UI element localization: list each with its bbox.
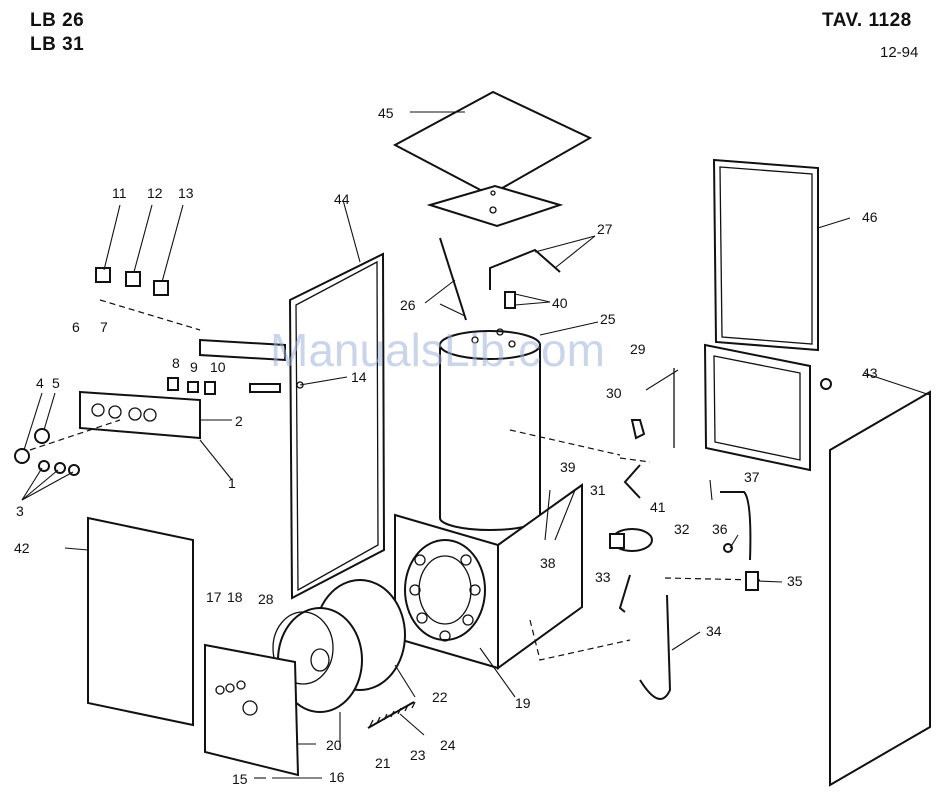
- callout-46: 46: [862, 209, 878, 225]
- callout-7: 7: [100, 319, 108, 335]
- part-nut-36: [724, 544, 732, 552]
- part-component-11: [96, 268, 110, 282]
- part-panel-42: [88, 518, 193, 725]
- callout-41: 41: [650, 499, 666, 515]
- callout-8: 8: [172, 355, 180, 371]
- part-frame-29: [705, 345, 810, 470]
- callout-30: 30: [606, 385, 622, 401]
- callout-32: 32: [674, 521, 690, 537]
- callout-6: 6: [72, 319, 80, 335]
- callout-33: 33: [595, 569, 611, 585]
- callout-21: 21: [375, 755, 391, 771]
- callout-3: 3: [16, 503, 24, 519]
- callout-24: 24: [440, 737, 456, 753]
- part-panel-46: [714, 160, 818, 350]
- callout-13: 13: [178, 185, 194, 201]
- callout-2: 2: [235, 413, 243, 429]
- part-component-9: [188, 382, 198, 392]
- callout-10: 10: [210, 359, 226, 375]
- part-component-8: [168, 378, 178, 390]
- callout-22: 22: [432, 689, 448, 705]
- watermark: ManualsLib.com: [270, 324, 605, 376]
- part-pump-32: [610, 529, 652, 551]
- part-control-panel: [80, 392, 200, 438]
- callout-16: 16: [329, 769, 345, 785]
- callout-9: 9: [190, 359, 198, 375]
- callout-17: 17: [206, 589, 222, 605]
- callout-44: 44: [334, 191, 350, 207]
- part-component-10: [205, 382, 215, 394]
- callout-5: 5: [52, 375, 60, 391]
- callout-4: 4: [36, 375, 44, 391]
- part-component-12: [126, 272, 140, 286]
- part-top-cover: [395, 92, 590, 195]
- part-terminal: [250, 384, 280, 392]
- callout-27: 27: [597, 221, 613, 237]
- part-knob-5: [35, 429, 49, 443]
- callout-1: 1: [228, 475, 236, 491]
- callout-15: 15: [232, 771, 248, 787]
- callout-43: 43: [862, 365, 878, 381]
- part-knob-4: [15, 449, 29, 463]
- callout-11: 11: [112, 185, 127, 201]
- callout-31: 31: [590, 482, 606, 498]
- callout-29: 29: [630, 341, 646, 357]
- callout-42: 42: [14, 540, 30, 556]
- callout-19: 19: [515, 695, 531, 711]
- callout-20: 20: [326, 737, 342, 753]
- part-component-13: [154, 281, 168, 295]
- callout-38: 38: [540, 555, 556, 571]
- callout-34: 34: [706, 623, 722, 639]
- callout-39: 39: [560, 459, 576, 475]
- part-panel-43: [830, 392, 930, 785]
- callout-23: 23: [410, 747, 426, 763]
- callout-18: 18: [227, 589, 243, 605]
- callout-12: 12: [147, 185, 163, 201]
- part-pipe-31: [625, 465, 640, 498]
- callout-40: 40: [552, 295, 568, 311]
- part-panel-44: [290, 254, 384, 598]
- part-hose-34: [640, 595, 670, 699]
- callout-28: 28: [258, 591, 274, 607]
- part-valve-35: [746, 572, 758, 590]
- part-pipe-33: [620, 575, 630, 612]
- part-nut-43: [821, 379, 831, 389]
- part-pipe-27: [490, 250, 560, 290]
- part-front-door-20: [205, 645, 298, 775]
- callout-37: 37: [744, 469, 760, 485]
- callout-45: 45: [378, 105, 394, 121]
- part-rod-26: [440, 238, 466, 320]
- part-switch-30: [632, 420, 644, 438]
- callout-36: 36: [712, 521, 728, 537]
- callout-35: 35: [787, 573, 803, 589]
- callout-26: 26: [400, 297, 416, 313]
